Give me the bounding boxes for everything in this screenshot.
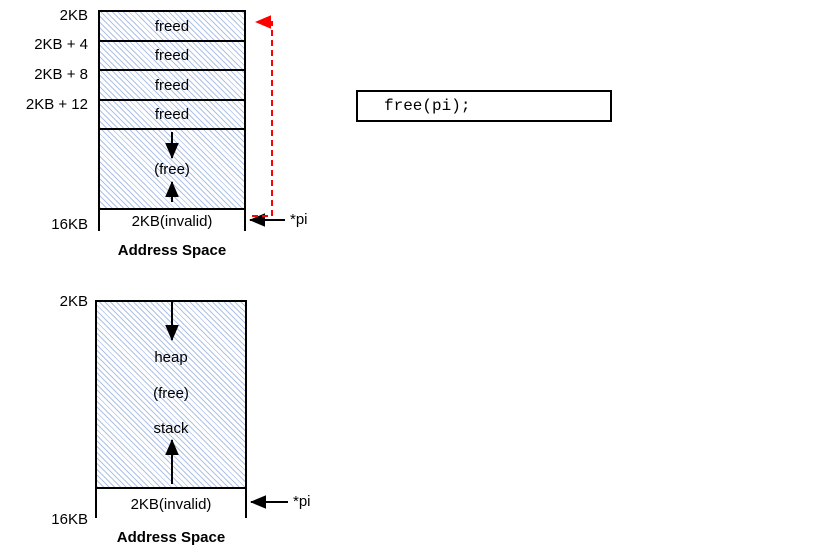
top-row-invalid: 2KB(invalid) — [100, 208, 244, 233]
code-panel-text: free(pi); — [384, 97, 471, 115]
bottom-row-invalid: 2KB(invalid) — [97, 487, 245, 520]
top-memory-box: freed freed freed freed (free) 2KB(inval… — [98, 10, 246, 233]
top-freed-link-dashed-arrow — [252, 15, 273, 217]
bottom-region-stack-label: stack — [153, 420, 189, 437]
top-row-freed-2-label: freed — [154, 47, 190, 64]
top-row-freed-3: freed — [100, 71, 244, 101]
bottom-address-label-2kb: 2KB — [59, 293, 88, 310]
bottom-pi-label: *pi — [293, 493, 311, 510]
top-address-space-caption: Address Space — [117, 242, 227, 259]
address-label-2kb: 2KB — [59, 7, 88, 24]
bottom-address-label-16kb: 16KB — [51, 511, 88, 528]
top-row-invalid-label: 2KB(invalid) — [131, 213, 213, 230]
bottom-row-invalid-label: 2KB(invalid) — [130, 496, 212, 513]
top-pi-label: *pi — [290, 211, 308, 228]
top-row-freed-4: freed — [100, 101, 244, 130]
address-label-2kb-plus-4: 2KB + 4 — [34, 36, 88, 53]
bottom-address-space-caption: Address Space — [116, 529, 226, 546]
address-label-2kb-plus-12: 2KB + 12 — [25, 96, 88, 113]
top-row-free-region-label: (free) — [154, 160, 190, 178]
bottom-region-free-label: (free) — [153, 385, 189, 402]
bottom-region-heap-label: heap — [154, 349, 188, 366]
address-label-2kb-plus-8: 2KB + 8 — [34, 66, 88, 83]
top-row-freed-2: freed — [100, 42, 244, 71]
address-label-16kb: 16KB — [51, 216, 88, 233]
top-row-freed-3-label: freed — [154, 76, 190, 94]
top-row-freed-1: freed — [100, 12, 244, 42]
bottom-memory-box: 2KB(invalid) — [95, 300, 247, 520]
top-row-freed-4-label: freed — [154, 106, 190, 123]
code-panel: free(pi); — [356, 90, 612, 122]
top-row-free-region: (free) — [100, 130, 244, 208]
top-row-freed-1-label: freed — [154, 17, 190, 35]
